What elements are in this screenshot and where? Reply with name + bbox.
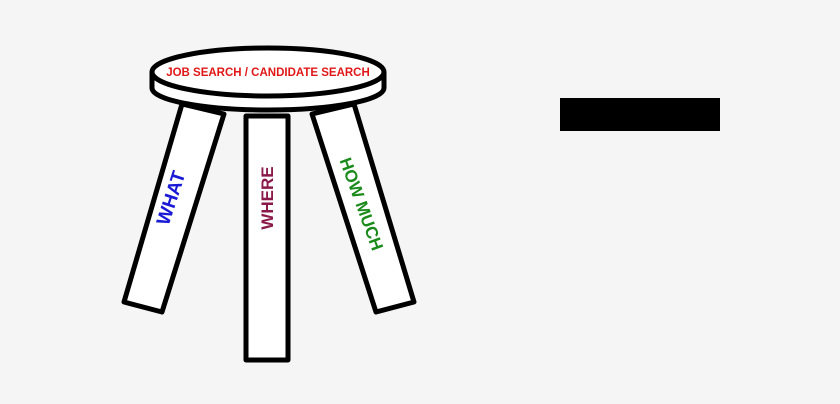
stool-leg-middle: WHERE xyxy=(243,113,291,363)
leg-label-where: WHERE xyxy=(258,166,277,229)
stool-leg-right: HOW MUCH xyxy=(309,101,417,315)
stool-seat: JOB SEARCH / CANDIDATE SEARCH xyxy=(149,45,387,113)
stool-leg-left: WHAT xyxy=(121,101,227,315)
black-bar xyxy=(560,98,720,131)
seat-label: JOB SEARCH / CANDIDATE SEARCH xyxy=(166,67,370,79)
